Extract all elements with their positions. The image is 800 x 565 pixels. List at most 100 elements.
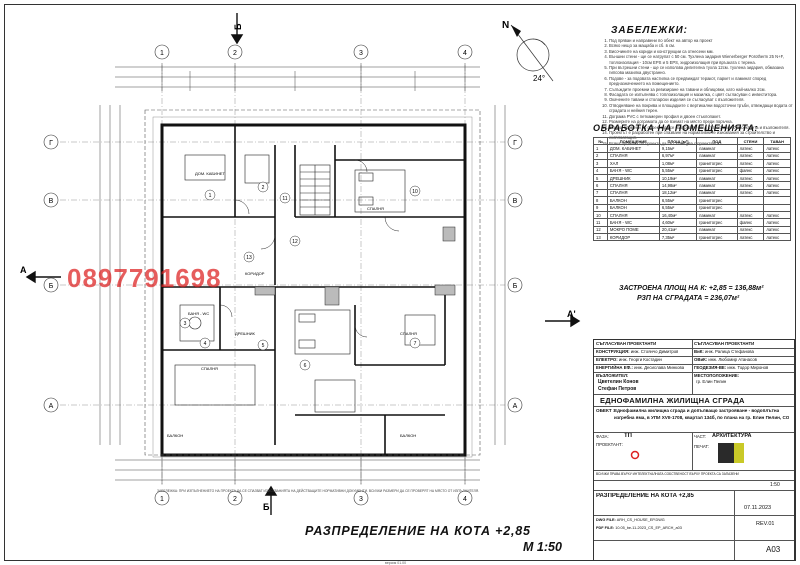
room-cell: 16,40м² — [658, 210, 698, 220]
room-cell: латекс — [736, 210, 765, 220]
grid-col-label: 4 — [463, 496, 467, 503]
room-cell: латекс — [736, 159, 765, 168]
room-cell: БАНЯ - WC — [606, 218, 660, 227]
title-block: СЪГЛАСУВАН ПРОЕКТАНТИ СЪГЛАСУВАН ПРОЕКТА… — [593, 339, 795, 561]
consult-header: СЪГЛАСУВАН ПРОЕКТАНТИ — [596, 341, 657, 346]
room-cell: 3 — [593, 159, 608, 168]
grid-col-label: 2 — [233, 496, 237, 503]
room-cell: ламинат — [696, 225, 738, 235]
room-cell: гранитогрес — [696, 159, 738, 168]
grid-row-label: Г — [513, 140, 517, 147]
location-value: гр. Елин Пелин — [696, 379, 727, 384]
room-number: 5 — [262, 343, 265, 349]
grid-col-label: 3 — [359, 496, 363, 503]
room-cell: латекс — [736, 151, 765, 161]
header-cell: ПЛОЩ [м²] — [658, 136, 698, 146]
eave-outline — [144, 109, 481, 456]
room-cell: 13 — [593, 233, 608, 242]
floor-plan: Б Б А А' N 24° — [20, 13, 581, 515]
room-cell: 5 — [593, 173, 608, 183]
rooms-table-title: ОБРАБОТКА НА ПОМЕЩЕНИЯТА: — [593, 123, 759, 133]
room-cell: латекс — [763, 218, 791, 227]
grid-col-label: 1 — [160, 50, 164, 57]
room-cell: БАНЯ - WC — [606, 166, 660, 175]
header-cell: СТЕНИ — [736, 136, 765, 146]
room-cell: латекс — [763, 188, 791, 198]
room-cell: 14,98м² — [658, 181, 698, 190]
room-number: 11 — [282, 196, 287, 202]
drawing-scale: М 1:50 — [523, 540, 562, 554]
room-cell: гранитогрес — [696, 166, 738, 175]
scale-value: 1:50 — [770, 482, 780, 488]
section-marks — [25, 13, 581, 515]
room-cell: ламинат — [696, 151, 738, 161]
room-number: 3 — [184, 321, 187, 327]
dimension-lines — [99, 66, 506, 481]
room-cell: 10 — [593, 210, 608, 220]
room-cell: БАЛКОН — [606, 203, 660, 212]
room-cell: 9,15м² — [658, 144, 698, 153]
built-area-label: ЗАСТРОЕНА ПЛОЩ НА К: +2,85 = — [619, 285, 733, 292]
note-item: Окачените тавани и столарски изделия се … — [609, 97, 793, 102]
north-angle: 24° — [533, 74, 545, 83]
room-number: 13 — [246, 255, 252, 261]
room-cell: МОКРО ПОМЕ — [606, 225, 660, 235]
room-cell: латекс — [736, 188, 765, 198]
room-cell: 4 — [593, 166, 608, 175]
designer-label: ПРОЕКТАНТ: — [596, 442, 623, 447]
drawing-name: РАЗПРЕДЕЛЕНИЕ НА КОТА +2,85 — [596, 493, 694, 499]
note-item: Под пряван и направени по обект на автор… — [609, 38, 793, 43]
room-cell: ДРЕШНИК — [606, 173, 660, 183]
object-text-2: изгребна яма, в УПИ XVII-1708, квартал 1… — [614, 415, 790, 420]
room-cell — [736, 196, 765, 205]
part-label: ЧАСТ: — [694, 434, 707, 439]
bottom-note: ЗАБЕЛЕЖКА: ПРИ ИЗПЪЛНЕНИЕТО НА ПРОЕКТА Д… — [157, 489, 480, 493]
room-number: 12 — [292, 239, 298, 245]
rzp-area: РЗП НА СГРАДАТА = 236,07м² — [637, 295, 739, 302]
room-number: 1 — [209, 193, 212, 199]
grid-col-label: 2 — [233, 50, 237, 57]
footer-version: версия 01.00 — [385, 561, 407, 565]
ovk-field: ОВиК: инж. Любомир Атанасов — [694, 357, 757, 362]
room-cell: латекс — [763, 181, 791, 190]
stamp-circle-icon — [630, 450, 640, 460]
consult-header-2: СЪГЛАСУВАН ПРОЕКТАНТИ — [694, 341, 755, 346]
room-cell: латекс — [763, 166, 791, 175]
notes-panel: ЗАБЕЛЕЖКИ: Под пряван и направени по обе… — [593, 25, 793, 146]
room-cell: 12 — [593, 225, 608, 235]
room-cell — [736, 203, 765, 212]
header-cell: ПОД — [696, 136, 738, 146]
rooms-table-header: № ПОМЕЩЕНИЕ ПЛОЩ [м²] ПОД СТЕНИ ТАВАН — [593, 136, 791, 146]
dimension-ticks — [161, 63, 466, 484]
grid-col-label: 1 — [160, 496, 164, 503]
grid-bubbles — [43, 44, 523, 506]
built-area-value: 136,88м² — [734, 285, 764, 292]
date-value: 07.11.2023 — [744, 505, 772, 511]
room-cell: 6,55м² — [658, 203, 698, 212]
header-cell: № — [593, 136, 608, 146]
room-cell: 8 — [593, 196, 608, 205]
room-cell: латекс — [736, 181, 765, 190]
location-label: МЕСТОПОЛОЖЕНИЕ: — [694, 373, 740, 378]
room-cell: 1 — [593, 144, 608, 153]
part-value: АРХИТЕКТУРА — [712, 433, 752, 439]
room-cell: 20,41м² — [658, 225, 698, 235]
stairs — [299, 164, 331, 216]
rzp-area-value: 236,07м² — [710, 295, 740, 302]
note-item: Външни стени - ще се натрупат с 50 см. Т… — [609, 54, 793, 65]
phase-value: ТП — [624, 433, 632, 439]
room-label: БАЛКОН — [400, 433, 416, 438]
room-cell: ХАЛ — [606, 159, 660, 168]
drawing-title: РАЗПРЕДЕЛЕНИЕ НА КОТА +2,85 — [305, 524, 531, 538]
room-cell: латекс — [736, 144, 765, 153]
room-number: 2 — [262, 185, 265, 191]
grid-row-label: В — [49, 198, 54, 205]
